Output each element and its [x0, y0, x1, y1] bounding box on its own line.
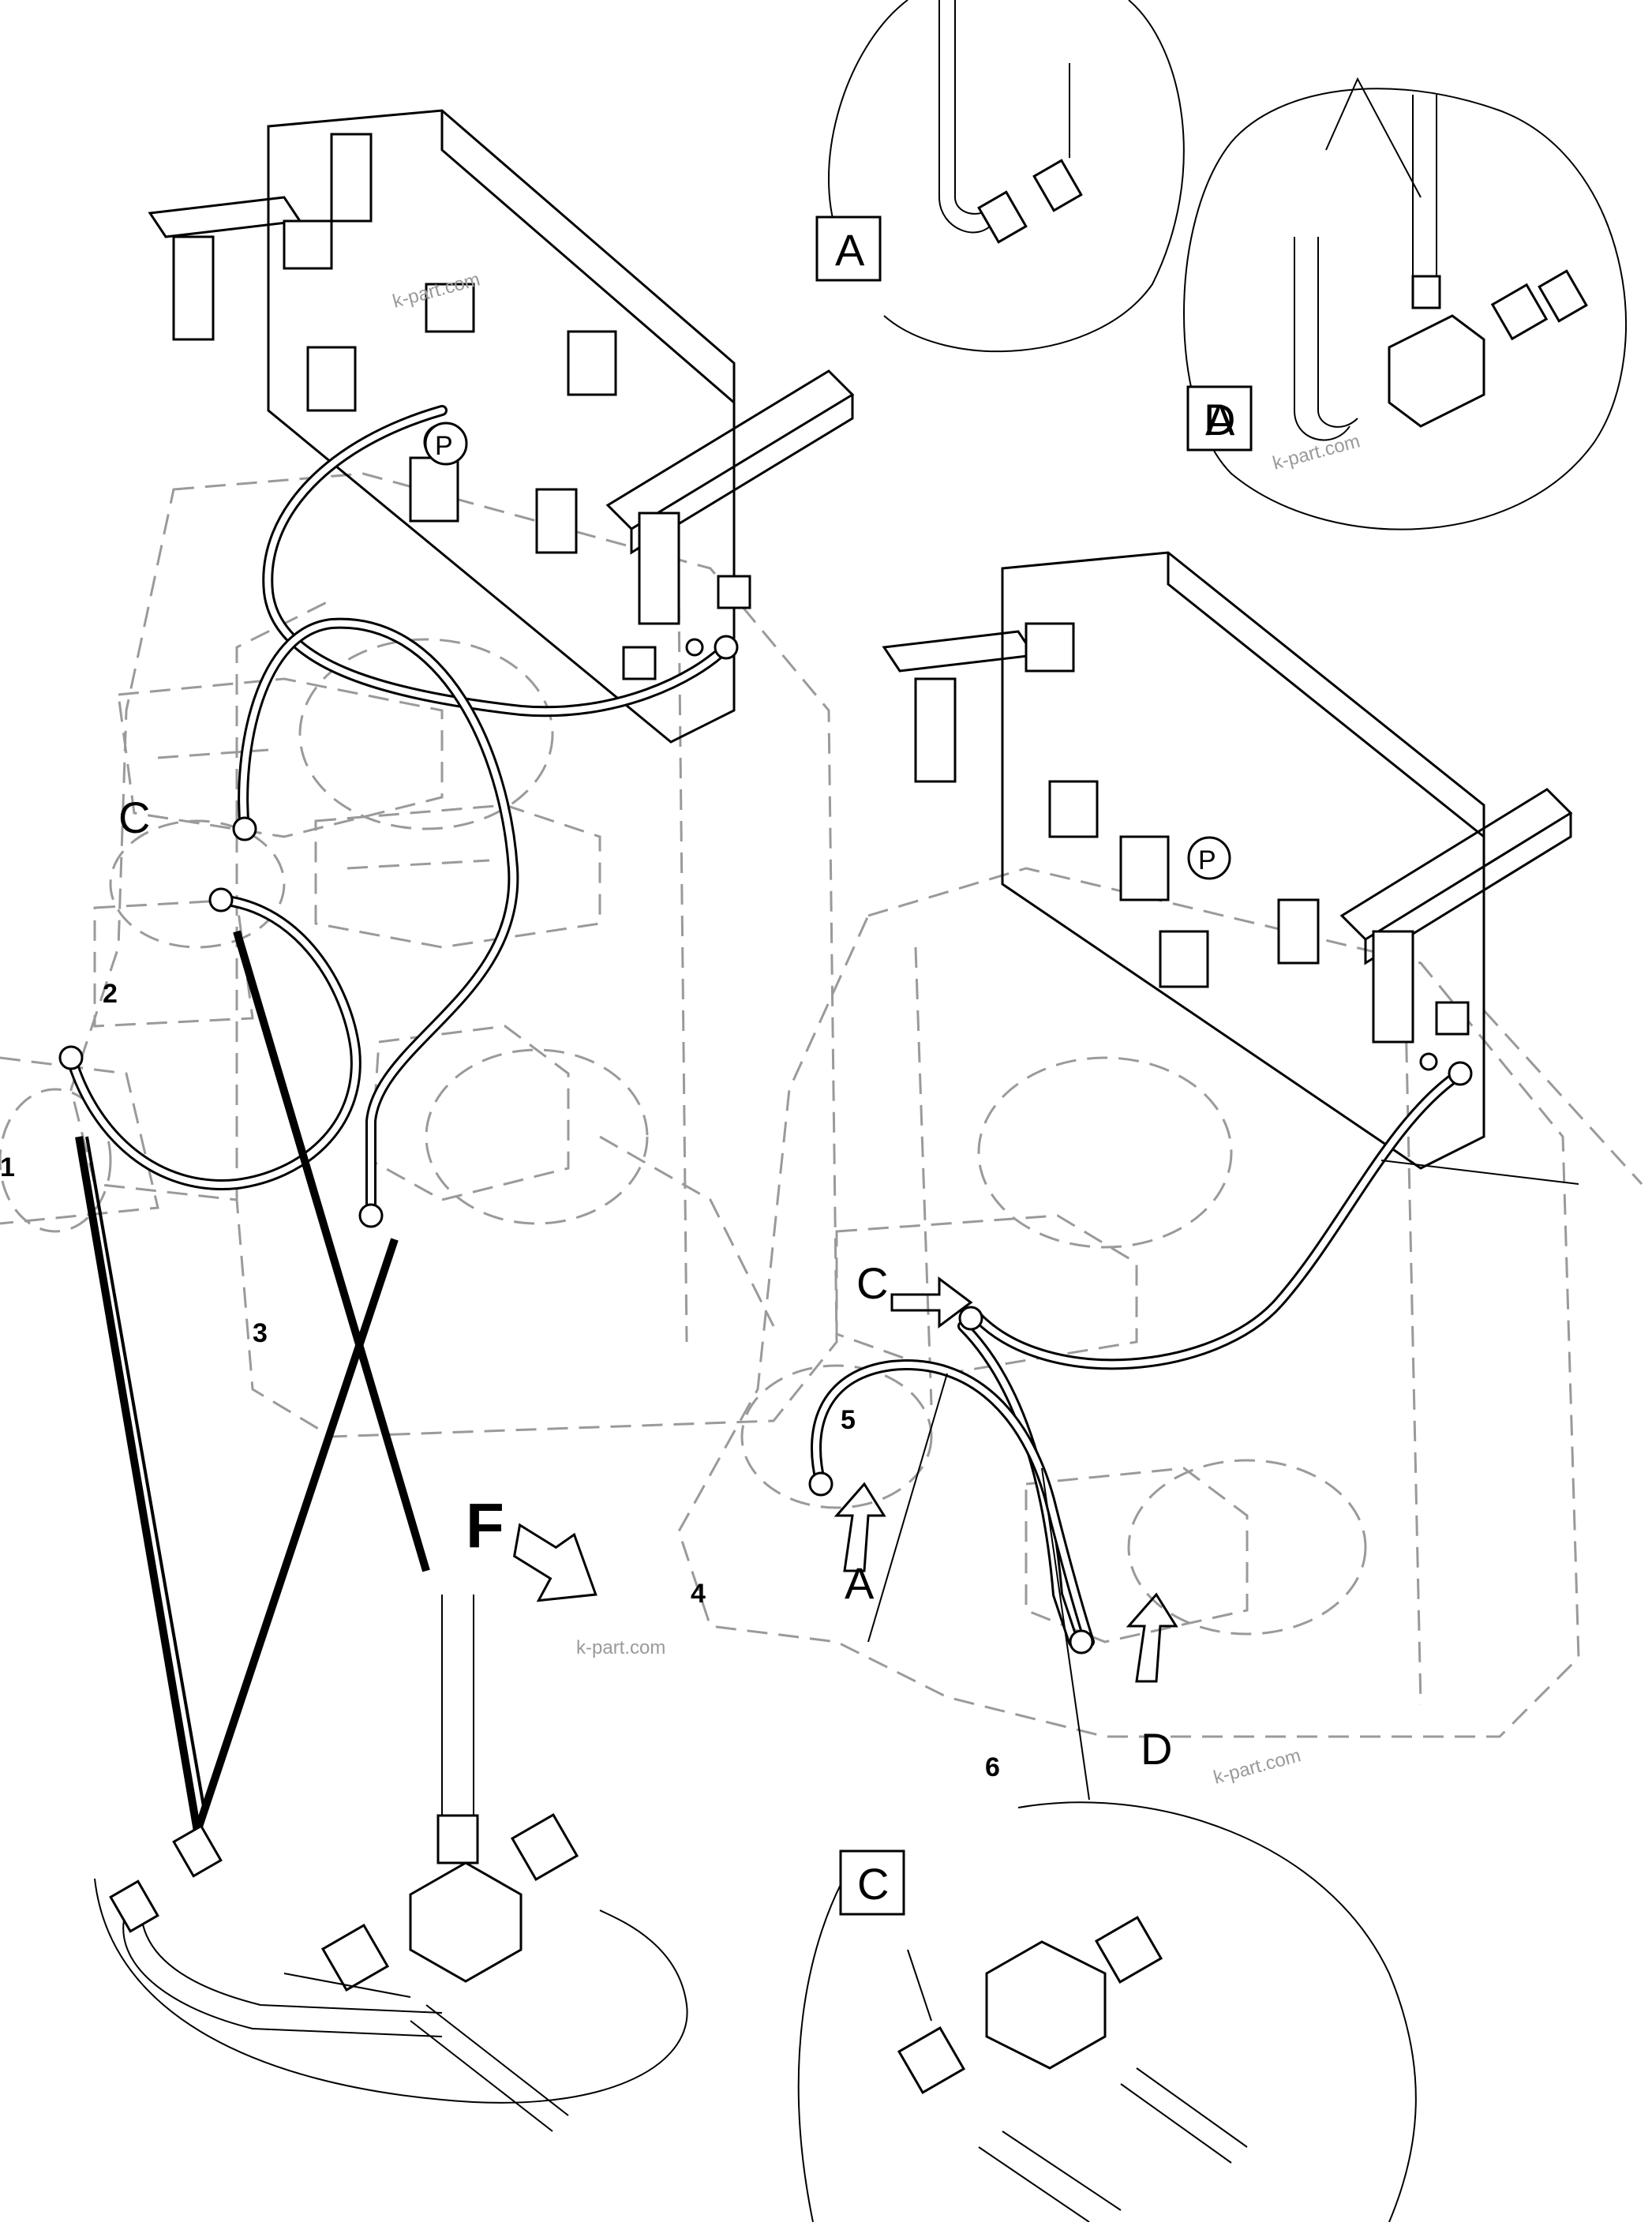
view-label-a: A — [845, 1558, 875, 1608]
direction-arrow-f — [512, 1523, 597, 1602]
view-box-da-label: D — [1204, 395, 1235, 444]
view-box-c-label: C — [857, 1859, 889, 1909]
right-transmission-housing — [677, 867, 1643, 1738]
label-boxes — [815, 215, 1253, 1916]
watermark-2: k-part.com — [1271, 430, 1362, 474]
pressure-port-left-marker — [424, 422, 468, 466]
left-hoses — [58, 405, 739, 1228]
left-leader-lines — [75, 930, 430, 1833]
pressure-port-left-label: P — [435, 431, 453, 461]
item-number-2: 2 — [103, 979, 118, 1009]
view-box-a-label: A — [835, 225, 865, 275]
view-box-da-overlay-label: A — [1205, 395, 1235, 444]
view-box-a — [815, 215, 882, 282]
view-box-c — [839, 1849, 905, 1916]
pressure-port-right-marker — [1187, 836, 1231, 880]
view-label-c-left: C — [118, 793, 150, 842]
left-valve-block — [117, 677, 601, 1201]
detail-circle-left — [94, 1595, 688, 2132]
left-control-panel — [148, 109, 855, 744]
view-label-d: D — [1141, 1724, 1172, 1774]
watermark-4: k-part.com — [1212, 1744, 1303, 1788]
detail-circle-c — [797, 1801, 1417, 2223]
right-leader-lines — [867, 1160, 1579, 1801]
view-label-c-right: C — [856, 1258, 888, 1308]
watermark-3: k-part.com — [576, 1637, 665, 1658]
left-transmission-housing — [0, 472, 838, 1438]
view-label-f: F — [466, 1490, 504, 1561]
detail-circle-da — [1183, 77, 1627, 530]
item-number-6: 6 — [985, 1752, 1000, 1782]
item-number-4: 4 — [691, 1579, 706, 1609]
view-arrows — [833, 1276, 1178, 1683]
pressure-port-right-label: P — [1198, 845, 1216, 875]
right-hoses — [808, 1061, 1473, 1655]
view-box-da — [1186, 385, 1253, 452]
right-control-panel — [882, 551, 1573, 1170]
item-number-1: 1 — [0, 1152, 15, 1182]
item-number-5: 5 — [841, 1405, 856, 1435]
item-number-3: 3 — [253, 1318, 268, 1348]
detail-circle-a — [828, 0, 1185, 353]
